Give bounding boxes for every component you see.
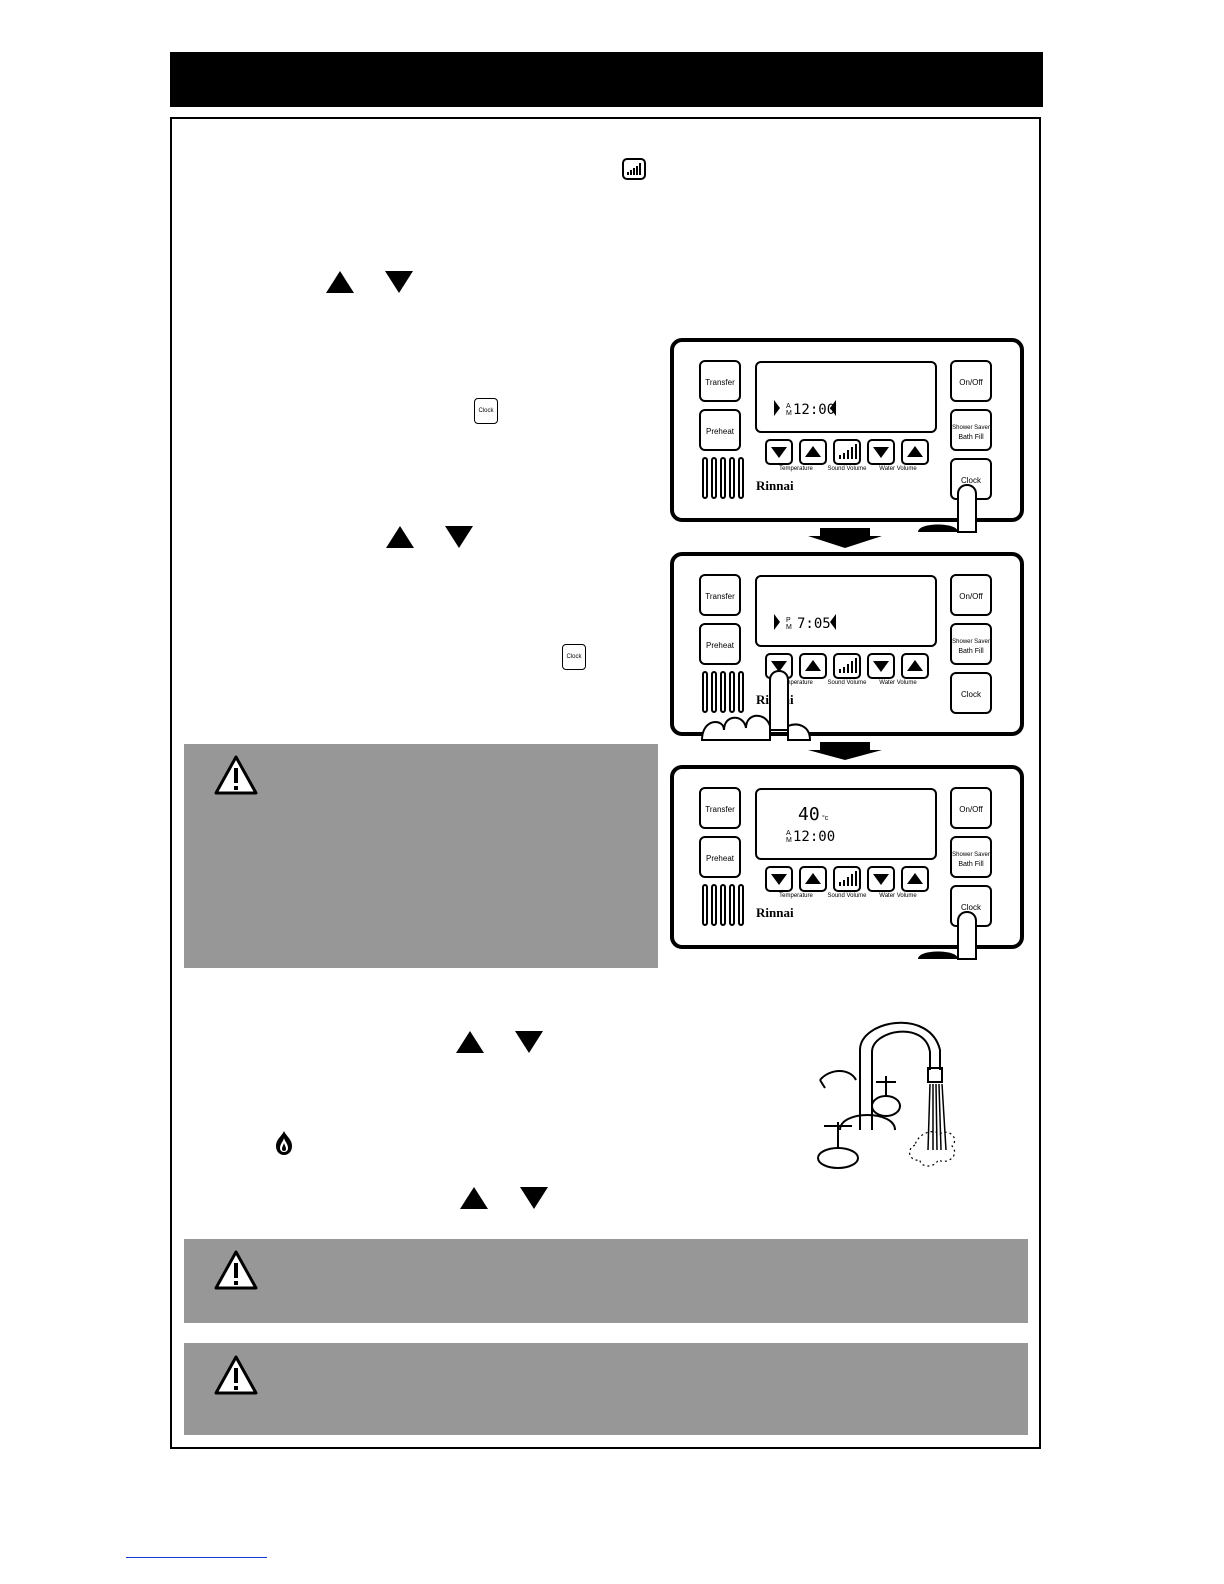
svg-text:A: A <box>786 830 791 837</box>
flame-icon <box>276 1131 292 1155</box>
controller-panel-1: Transfer Preheat A M 12:00 Temperature S… <box>670 338 1024 533</box>
svg-text:Bath Fill: Bath Fill <box>958 648 984 655</box>
svg-text:Temperature: Temperature <box>779 893 813 899</box>
svg-text:12:00: 12:00 <box>793 829 835 845</box>
svg-text:On/Off: On/Off <box>959 805 983 814</box>
svg-text:Bath Fill: Bath Fill <box>958 861 984 868</box>
svg-text:Transfer: Transfer <box>705 805 735 814</box>
arrow-down-icon <box>385 271 413 293</box>
svg-text:Sound Volume: Sound Volume <box>827 466 867 472</box>
svg-text:Transfer: Transfer <box>705 592 735 601</box>
hand-press-icon <box>700 670 812 741</box>
arrow-up-icon <box>326 271 354 293</box>
svg-text:Temperature: Temperature <box>779 680 813 686</box>
svg-text:40: 40 <box>798 804 820 825</box>
svg-text:Transfer: Transfer <box>705 378 735 387</box>
svg-text:P: P <box>786 617 791 624</box>
svg-text:Water Volume: Water Volume <box>879 680 917 686</box>
svg-text:M: M <box>786 624 792 631</box>
svg-text:Shower Saver: Shower Saver <box>952 639 990 645</box>
svg-text:Preheat: Preheat <box>706 854 735 863</box>
arrow-down-icon <box>445 526 473 548</box>
warning-icon <box>214 1250 258 1290</box>
sound-volume-icon <box>622 158 646 180</box>
svg-text:Rinnai: Rinnai <box>756 905 794 920</box>
controller-panel-3: Transfer Preheat 40 °c A M 12:00 Tempera… <box>670 765 1024 960</box>
svg-text:Rinnai: Rinnai <box>756 478 794 493</box>
arrow-up-icon <box>456 1031 484 1053</box>
clock-key-icon: Clock <box>474 398 498 424</box>
arrow-down-icon <box>520 1187 548 1209</box>
svg-text:Preheat: Preheat <box>706 641 735 650</box>
svg-text:7:05: 7:05 <box>797 616 831 632</box>
svg-text:M: M <box>786 837 792 844</box>
svg-text:Sound Volume: Sound Volume <box>827 893 867 899</box>
svg-text:Water Volume: Water Volume <box>879 893 917 899</box>
svg-text:°c: °c <box>822 814 829 822</box>
svg-text:Clock: Clock <box>961 690 982 699</box>
warning-icon <box>214 1355 258 1395</box>
svg-text:Clock: Clock <box>961 476 982 485</box>
svg-text:M: M <box>786 410 792 417</box>
svg-text:Preheat: Preheat <box>706 427 735 436</box>
warning-icon <box>214 755 258 795</box>
arrow-up-icon <box>460 1187 488 1209</box>
faucet-illustration <box>817 1021 956 1169</box>
svg-text:Clock: Clock <box>961 903 982 912</box>
svg-text:Shower Saver: Shower Saver <box>952 425 990 431</box>
svg-text:On/Off: On/Off <box>959 378 983 387</box>
controller-illustrations: Transfer Preheat A M 12:00 Temperature S… <box>670 338 1024 960</box>
arrow-up-icon <box>386 526 414 548</box>
footer-link-underline <box>126 1557 267 1558</box>
svg-text:Temperature: Temperature <box>779 466 813 472</box>
svg-text:Bath Fill: Bath Fill <box>958 434 984 441</box>
svg-text:Shower Saver: Shower Saver <box>952 852 990 858</box>
warning-box <box>184 744 658 968</box>
warning-box <box>184 1343 1028 1435</box>
content-frame <box>170 117 1041 1449</box>
hand-press-icon <box>918 484 977 533</box>
svg-text:A: A <box>786 403 791 410</box>
header-bar <box>170 52 1043 107</box>
controller-panel-2: Transfer Preheat P M 7:05 Temperature So… <box>670 552 1024 741</box>
svg-text:Water Volume: Water Volume <box>879 466 917 472</box>
hand-press-icon <box>918 911 977 960</box>
svg-text:Sound Volume: Sound Volume <box>827 680 867 686</box>
svg-text:On/Off: On/Off <box>959 592 983 601</box>
svg-text:12:00: 12:00 <box>793 402 835 418</box>
warning-box <box>184 1239 1028 1323</box>
clock-key-icon: Clock <box>562 644 586 670</box>
arrow-down-icon <box>515 1031 543 1053</box>
